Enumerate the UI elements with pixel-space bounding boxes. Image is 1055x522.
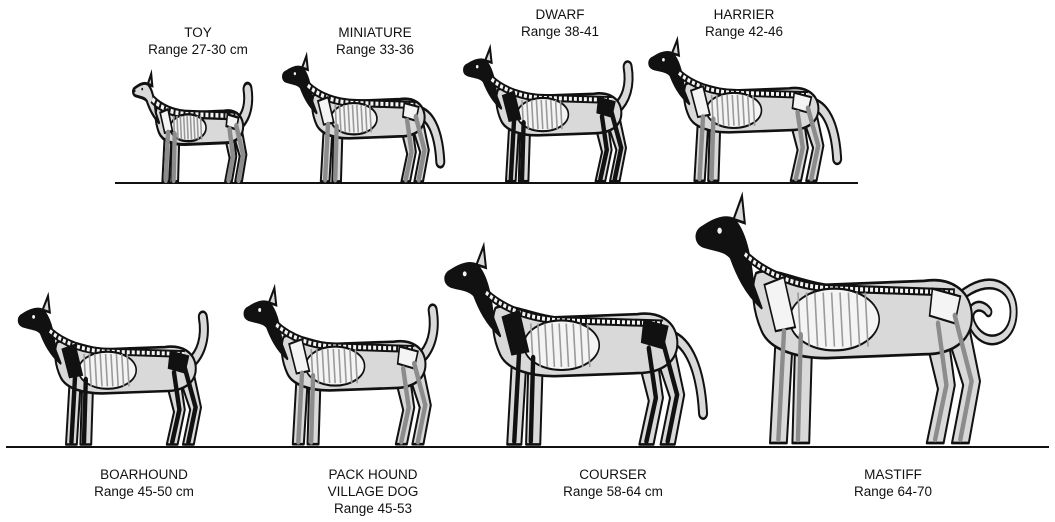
caption-dwarf: DWARF Range 38-41 (521, 6, 599, 40)
toy-skeleton-illustration (133, 74, 248, 182)
dog-name: HARRIER (705, 6, 783, 23)
dog-range: Range 64-70 (854, 483, 932, 500)
dog-name: TOY (148, 24, 248, 41)
dog-range: Range 27-30 cm (148, 41, 248, 58)
caption-courser: COURSER Range 58-64 cm (563, 466, 663, 500)
courser-skeleton-illustration (445, 246, 703, 444)
mastiff-skeleton-illustration (697, 196, 1014, 443)
dog-range: Range 42-46 (705, 23, 783, 40)
pack-hound-skeleton-illustration (245, 288, 434, 444)
dog-range: Range 45-50 cm (94, 483, 194, 500)
boarhound-skeleton-illustration (19, 296, 204, 444)
caption-miniature: MINIATURE Range 33-36 (336, 24, 414, 58)
caption-pack-hound: PACK HOUND VILLAGE DOG Range 45-53 (328, 466, 419, 517)
dog-name-line2: VILLAGE DOG (328, 483, 419, 500)
harrier-skeleton-illustration (649, 40, 837, 181)
dog-name: DWARF (521, 6, 599, 23)
caption-boarhound: BOARHOUND Range 45-50 cm (94, 466, 194, 500)
dog-name: MASTIFF (854, 466, 932, 483)
dog-range: Range 58-64 cm (563, 483, 663, 500)
dog-name: MINIATURE (336, 24, 414, 41)
dog-name: BOARHOUND (94, 466, 194, 483)
dog-range: Range 33-36 (336, 41, 414, 58)
dwarf-skeleton-illustration (464, 48, 629, 181)
caption-mastiff: MASTIFF Range 64-70 (854, 466, 932, 500)
caption-harrier: HARRIER Range 42-46 (705, 6, 783, 40)
dog-range: Range 38-41 (521, 23, 599, 40)
miniature-skeleton-illustration (283, 56, 440, 181)
dog-name: PACK HOUND (328, 466, 419, 483)
caption-toy: TOY Range 27-30 cm (148, 24, 248, 58)
dog-range: Range 45-53 (328, 500, 419, 517)
dog-name: COURSER (563, 466, 663, 483)
